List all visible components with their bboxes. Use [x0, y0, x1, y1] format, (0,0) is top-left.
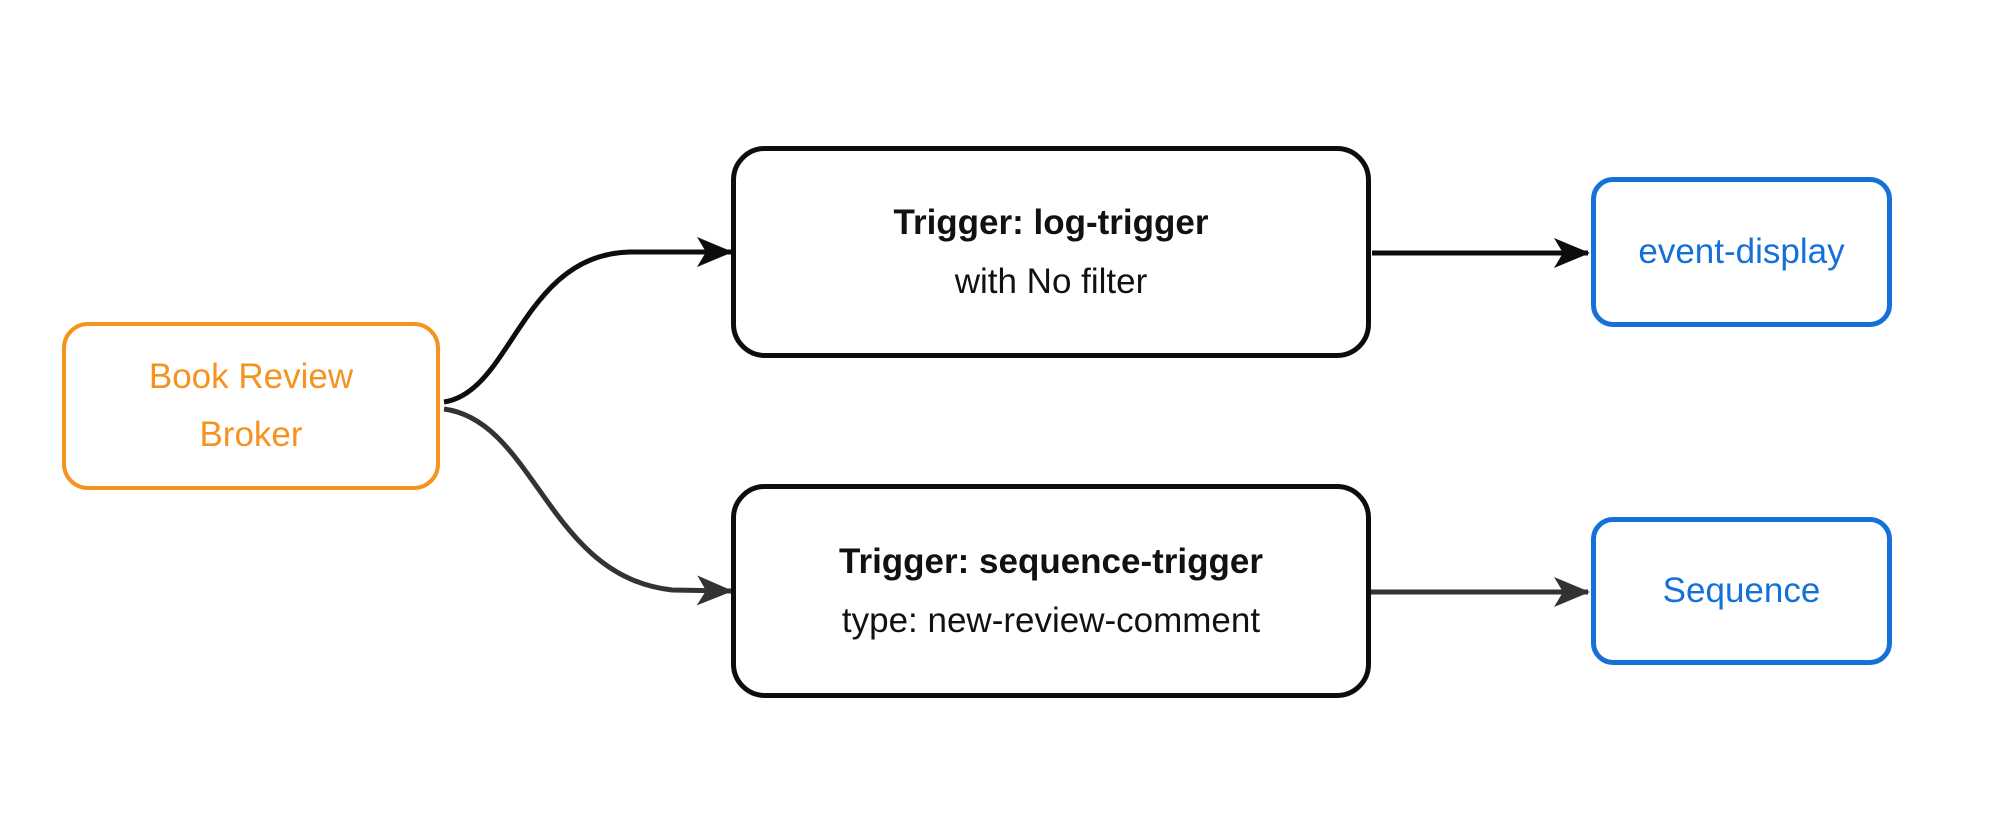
- node-event-display-label: event-display: [1638, 232, 1845, 271]
- node-book-review-broker-label-line1: Book Review: [148, 357, 354, 396]
- node-log-trigger: Trigger: log-trigger with No filter: [731, 146, 1371, 358]
- node-event-display: event-display: [1591, 177, 1892, 327]
- node-sequence-trigger-subtitle: type: new-review-comment: [841, 601, 1261, 640]
- node-sequence: Sequence: [1591, 517, 1892, 665]
- node-book-review-broker: Book Review Broker: [62, 322, 440, 490]
- node-sequence-label: Sequence: [1662, 571, 1821, 610]
- node-sequence-trigger: Trigger: sequence-trigger type: new-revi…: [731, 484, 1371, 698]
- node-book-review-broker-label-line2: Broker: [199, 415, 303, 454]
- edge-broker-to-log-trigger: [443, 237, 733, 405]
- node-sequence-trigger-title: Trigger: sequence-trigger: [839, 542, 1263, 581]
- edge-broker-to-sequence-trigger: [443, 406, 733, 606]
- node-log-trigger-subtitle: with No filter: [954, 262, 1148, 301]
- node-log-trigger-title: Trigger: log-trigger: [893, 203, 1209, 242]
